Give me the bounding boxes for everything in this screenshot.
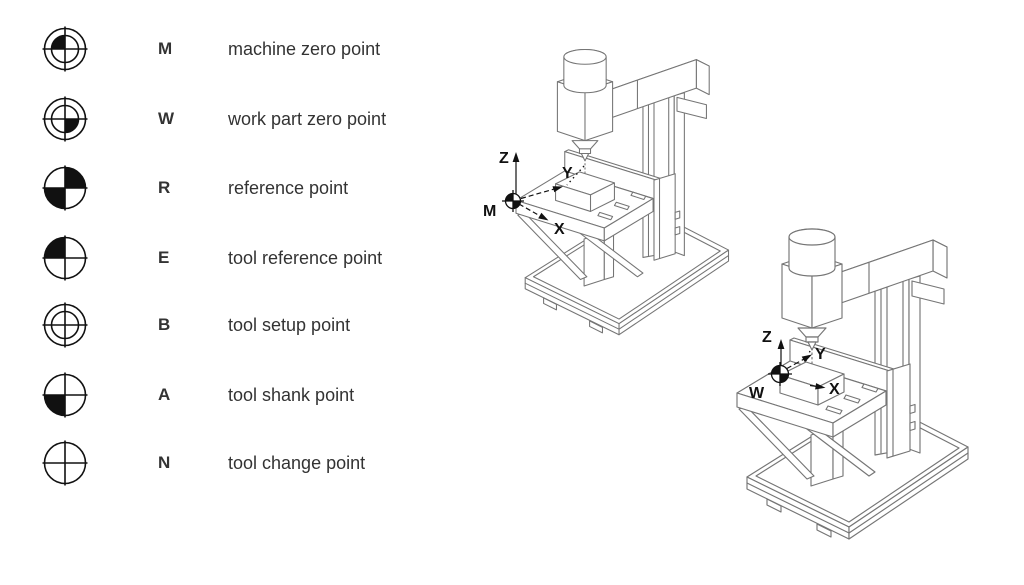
axis-label-y: Y bbox=[815, 346, 826, 363]
legend-letter: A bbox=[158, 385, 171, 404]
zero-point-symbol-svg bbox=[42, 96, 88, 142]
axis-label-y: Y bbox=[562, 165, 573, 182]
symbol-quadrant-fill bbox=[44, 188, 65, 209]
symbol-quadrant-fill bbox=[65, 167, 86, 188]
axis-label-z: Z bbox=[499, 150, 509, 167]
legend-letter: M bbox=[158, 39, 173, 58]
origin-symbol-m bbox=[502, 190, 524, 212]
zero-point-symbol-svg bbox=[42, 26, 88, 72]
machine-figure-m bbox=[515, 48, 730, 336]
legend-label: tool shank point bbox=[228, 385, 355, 405]
zero-point-symbol-B bbox=[42, 302, 88, 348]
axis-label-x: X bbox=[829, 381, 840, 398]
axes-machine-m: Z Y X M bbox=[483, 150, 585, 238]
legend-letter: E bbox=[158, 248, 170, 267]
legend-label: reference point bbox=[228, 178, 349, 198]
symbol-quadrant-fill bbox=[771, 365, 780, 374]
axis-label-z: Z bbox=[762, 329, 772, 346]
zero-point-symbol-svg bbox=[42, 165, 88, 211]
origin-symbol-w bbox=[768, 362, 792, 386]
symbol-quadrant-fill bbox=[65, 119, 79, 133]
zero-point-symbol-A bbox=[42, 372, 88, 418]
legend-label: tool setup point bbox=[228, 315, 351, 335]
zero-point-symbol-E bbox=[42, 235, 88, 281]
zero-point-symbol-R bbox=[42, 165, 88, 211]
zero-point-symbol-svg bbox=[42, 235, 88, 281]
legend-label: machine zero point bbox=[228, 39, 381, 59]
legend-label: tool reference point bbox=[228, 248, 383, 268]
symbol-quadrant-fill bbox=[44, 395, 65, 416]
symbol-quadrant-fill bbox=[780, 374, 789, 383]
legend-letter: B bbox=[158, 315, 171, 334]
symbol-quadrant-fill bbox=[51, 35, 65, 49]
axis-label-x: X bbox=[554, 221, 565, 238]
legend-letter: N bbox=[158, 453, 171, 472]
legend-label: tool change point bbox=[228, 453, 366, 473]
symbol-quadrant-fill bbox=[513, 201, 521, 209]
symbol-quadrant-fill bbox=[44, 237, 65, 258]
legend-letter: W bbox=[158, 109, 175, 128]
legend-letter: R bbox=[158, 178, 171, 197]
origin-label-m: M bbox=[483, 203, 496, 220]
zero-point-symbol-svg bbox=[42, 372, 88, 418]
zero-point-symbol-svg bbox=[42, 440, 88, 486]
symbol-quadrant-fill bbox=[505, 193, 513, 201]
legend-label: work part zero point bbox=[228, 109, 387, 129]
zero-point-symbol-M bbox=[42, 26, 88, 72]
zero-point-symbol-N bbox=[42, 440, 88, 486]
machine-figure-w bbox=[736, 228, 969, 540]
axes-machine-w: Z Y X W bbox=[749, 329, 840, 402]
zero-point-symbol-W bbox=[42, 96, 88, 142]
zero-point-symbol-svg bbox=[42, 302, 88, 348]
origin-label-w: W bbox=[749, 385, 765, 402]
